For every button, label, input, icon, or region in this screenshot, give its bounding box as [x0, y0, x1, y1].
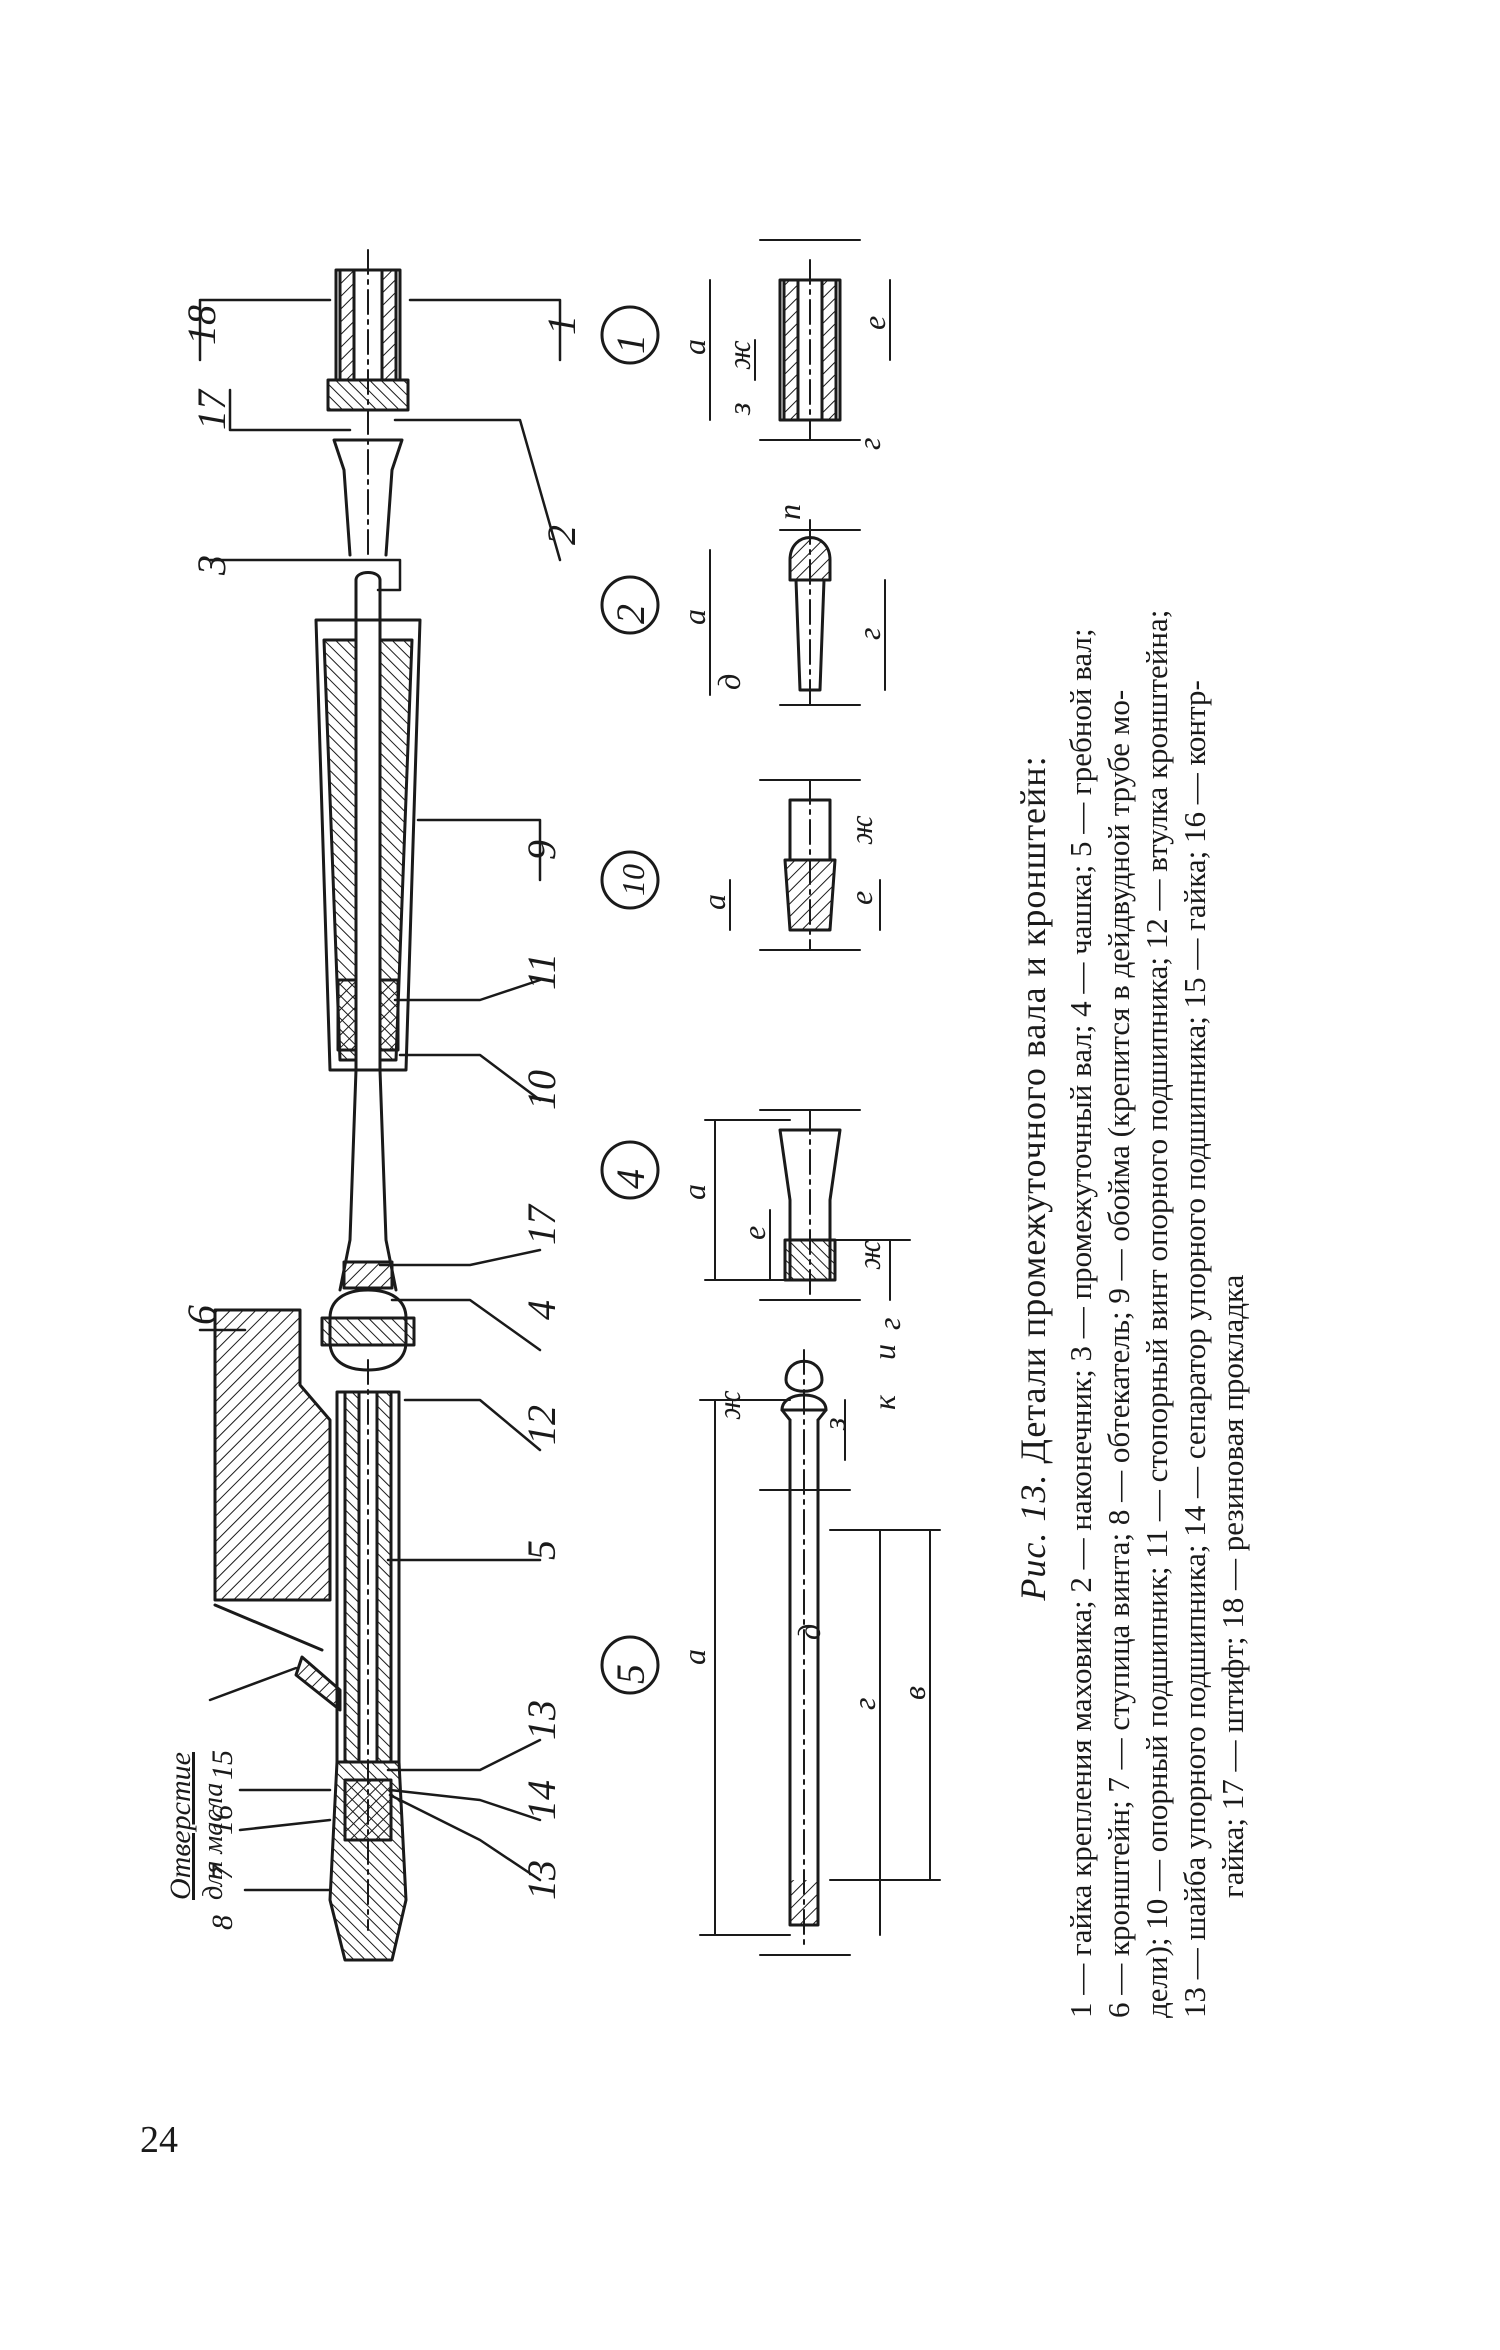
caption-line-3: дели); 10 — опорный подшипник; 11 — стоп…	[1139, 609, 1174, 2018]
leader-11: 11	[519, 953, 564, 990]
leader-1: 1	[539, 315, 584, 335]
dim-i-5: и	[866, 1344, 902, 1360]
dim-p-2: п	[771, 504, 807, 520]
detail-2-fitting	[788, 519, 832, 711]
leader-6: 6	[179, 1305, 224, 1325]
dim-a-4: а	[676, 1184, 712, 1200]
dim-g-4: г	[871, 1318, 907, 1330]
bracket-body	[213, 1308, 332, 1602]
caption-prefix: Рис. 13.	[1013, 1473, 1053, 1601]
dim-d-5: д	[791, 1624, 827, 1640]
leader-17a: 17	[189, 388, 234, 430]
detail-circle-1-label: 1	[608, 334, 653, 354]
detail-10-bearing	[783, 779, 837, 951]
dim-zh-4: ж	[851, 1240, 887, 1270]
dim-g-2: г	[851, 628, 887, 640]
detail-circle-1	[600, 305, 660, 365]
detail-4-dims	[704, 1109, 911, 1301]
dim-g-5: г	[846, 1698, 882, 1710]
leader-18: 18	[179, 305, 224, 345]
dim-z-5: з	[816, 1418, 852, 1431]
oil-hole-label-1: Отверстие	[164, 1752, 197, 1900]
leader-10: 10	[519, 1070, 564, 1110]
leader-16: 16	[206, 1805, 239, 1835]
dim-zh-1: ж	[721, 340, 757, 370]
caption-line-2: 6 — кронштейн; 7 — ступица винта; 8 — об…	[1101, 689, 1136, 2018]
leader-2: 2	[539, 525, 584, 545]
caption-line-5: гайка; 17 — штифт; 18 — резиновая прокла…	[1215, 1274, 1250, 1898]
detail-4-cup	[778, 1109, 842, 1301]
detail-circle-4-label: 4	[608, 1169, 653, 1189]
detail-circle-10	[600, 850, 660, 910]
leader-8: 8	[206, 1915, 239, 1930]
caption-body: 1 — гайка крепления маховика; 2 — наконе…	[1062, 238, 1252, 2018]
dim-a-2: а	[676, 609, 712, 625]
dim-v-5: в	[896, 1686, 932, 1700]
leader-13b: 13	[519, 1860, 564, 1900]
dim-e-1: е	[856, 316, 892, 330]
dim-z-1: з	[721, 403, 757, 416]
leader-17b: 17	[519, 1203, 564, 1245]
leader-13a: 13	[519, 1700, 564, 1740]
leader-7: 7	[206, 1863, 239, 1880]
dim-a-5: а	[676, 1649, 712, 1665]
detail-circle-4	[600, 1140, 660, 1200]
oil-hole-label-2: для масла	[198, 1783, 229, 1900]
leader-4: 4	[519, 1300, 564, 1320]
dim-k-5: к	[866, 1394, 902, 1410]
dim-zh-10: ж	[843, 815, 879, 845]
leader-5: 5	[519, 1540, 564, 1560]
caption-line-4: 13 — шайба упорного подшипника; 14 — сеп…	[1177, 680, 1212, 2018]
detail-circle-2-label: 2	[608, 604, 653, 624]
detail-5-shaft	[780, 1349, 828, 1951]
dim-a-1: а	[676, 339, 712, 355]
leader-14: 14	[519, 1780, 564, 1820]
page-number: 24	[140, 2119, 178, 2161]
detail-2-dims	[709, 529, 886, 706]
detail-10-dims	[729, 779, 881, 951]
dim-e-10: е	[843, 891, 879, 905]
dim-e-4: е	[736, 1226, 772, 1240]
detail-1-dims	[709, 239, 891, 441]
leader-9: 9	[519, 840, 564, 860]
detail-circle-5-label: 5	[608, 1664, 653, 1684]
dim-d-2: д	[711, 674, 747, 690]
detail-1-nut	[778, 259, 842, 441]
caption-line-1: 1 — гайка крепления маховика; 2 — наконе…	[1063, 628, 1098, 2018]
detail-circle-10-label: 10	[615, 864, 651, 896]
dim-zh-5: ж	[711, 1390, 747, 1420]
detail-circle-2	[600, 575, 660, 635]
dim-g-1: г	[851, 438, 887, 450]
dim-a-10: а	[696, 894, 732, 910]
sleeve-body	[314, 618, 422, 1072]
detail-5-dims	[699, 1399, 941, 1956]
leader-12: 12	[519, 1405, 564, 1445]
leader-3: 3	[189, 555, 234, 576]
leader-15: 15	[206, 1750, 239, 1780]
figure-caption: Рис. 13. Детали промежуточного вала и кр…	[1012, 18, 1250, 2018]
detail-circle-5	[600, 1635, 660, 1695]
caption-title-row: Рис. 13. Детали промежуточного вала и кр…	[1012, 338, 1054, 2018]
caption-title: Детали промежуточного вала и кронштейн:	[1013, 755, 1053, 1464]
